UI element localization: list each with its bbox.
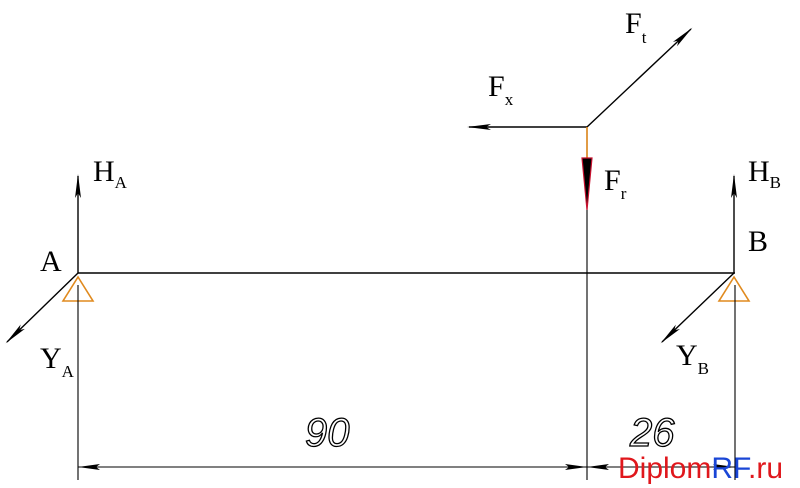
- label-ft: Ft: [625, 7, 647, 47]
- watermark: DiplomRF.ru: [618, 452, 783, 485]
- dimension-value-90: 90: [305, 411, 350, 455]
- label-ya: YA: [40, 342, 75, 381]
- dimension-value-26: 26: [629, 411, 675, 455]
- label-yb: YB: [676, 339, 709, 378]
- force-ft-arrow: [586, 27, 693, 128]
- force-yb-arrow: [660, 272, 735, 344]
- label-fx: Fx: [488, 70, 514, 109]
- label-fr: Fr: [604, 164, 627, 203]
- label-ha: HA: [93, 155, 128, 192]
- label-hb: HB: [748, 155, 781, 192]
- label-point-b: B: [748, 225, 768, 258]
- force-fr-arrowhead: [581, 157, 593, 211]
- label-point-a: A: [40, 245, 62, 278]
- support-b-triangle: [717, 275, 751, 302]
- force-ya-arrow: [5, 272, 79, 344]
